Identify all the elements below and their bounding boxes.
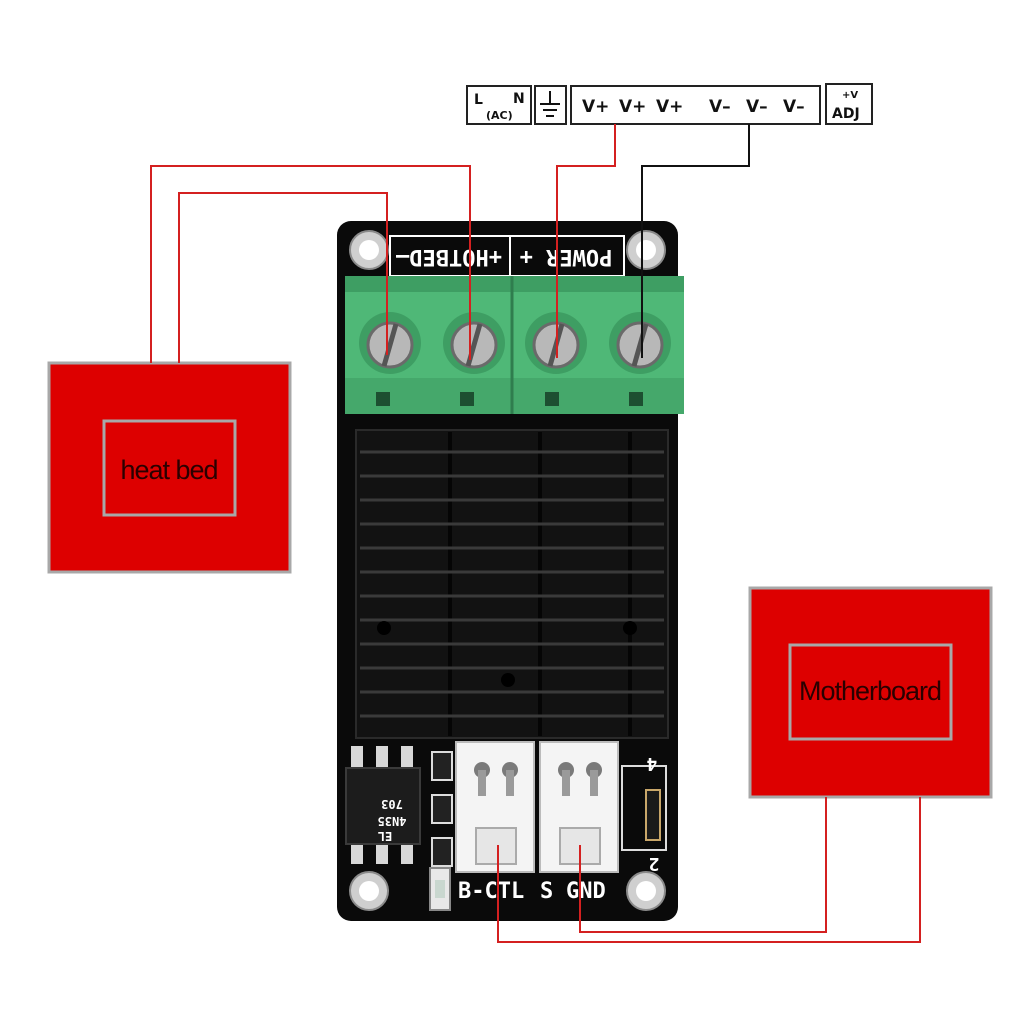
wire-bctl-signal [497,797,921,943]
mounting-hole [626,230,666,270]
mounting-hole [626,871,666,911]
psu-terminal-vminus: V– [709,97,731,117]
psu-terminal-vminus: V– [746,97,768,117]
ac-terminal-box [466,85,532,125]
dc-terminal-box [570,85,821,125]
gnd-silkscreen: GND [566,879,606,904]
ic-marking-3: 703 [381,797,403,811]
jumper-label-4: 4 [646,753,657,774]
mounting-hole [349,871,389,911]
adj-label: ADJ [832,106,860,122]
mounting-hole [349,230,389,270]
wire-power-minus [641,124,750,358]
psu-terminal-vminus: V– [783,97,805,117]
wire-gnd-signal [579,797,827,933]
s-silkscreen: S [540,879,553,904]
jumper-label-2: 2 [649,853,660,874]
mosfet-module: +HOTBED– POWER + [337,221,684,921]
ic-marking-1: EL [378,829,392,843]
terminal-screw [609,312,671,374]
terminal-screw [443,312,505,374]
motherboard-label: Motherboard [799,676,941,706]
ac-n-label: N [513,91,525,107]
wire-hotbed-plus [150,165,471,363]
bctl-silkscreen: B-CTL [458,879,524,904]
smd-resistor [431,794,453,824]
terminal-screw [359,312,421,374]
adj-terminal-box [825,83,873,125]
gnd-connector [539,741,619,873]
wire-hotbed-minus [178,192,388,363]
optocoupler-ic: EL 4N35 703 [345,746,421,864]
psu-terminal-strip: L N (AC) V+ V+ V+ V– V– V– +V ADJ [466,83,873,125]
jumper-cap [645,789,661,841]
wire-power-plus [556,124,616,358]
psu-terminal-vplus: V+ [619,97,646,117]
smd-resistor [431,751,453,781]
psu-terminal-vplus: V+ [582,97,609,117]
ground-icon [540,91,560,117]
ic-marking-2: 4N35 [378,814,407,828]
smd-resistor [431,837,453,867]
adj-top-label: +V [842,90,858,101]
heat-bed-box: heat bed [47,361,292,574]
wires [150,124,921,943]
power-silkscreen: POWER + [520,244,613,269]
psu-terminal-vplus: V+ [656,97,683,117]
bctl-connector [455,741,535,873]
heatsink [355,429,669,739]
hotbed-silkscreen: +HOTBED– [395,244,502,269]
heat-bed-label: heat bed [120,455,217,485]
ac-sub-label: (AC) [486,109,513,122]
motherboard-box: Motherboard [748,586,993,799]
ac-l-label: L [474,92,483,108]
